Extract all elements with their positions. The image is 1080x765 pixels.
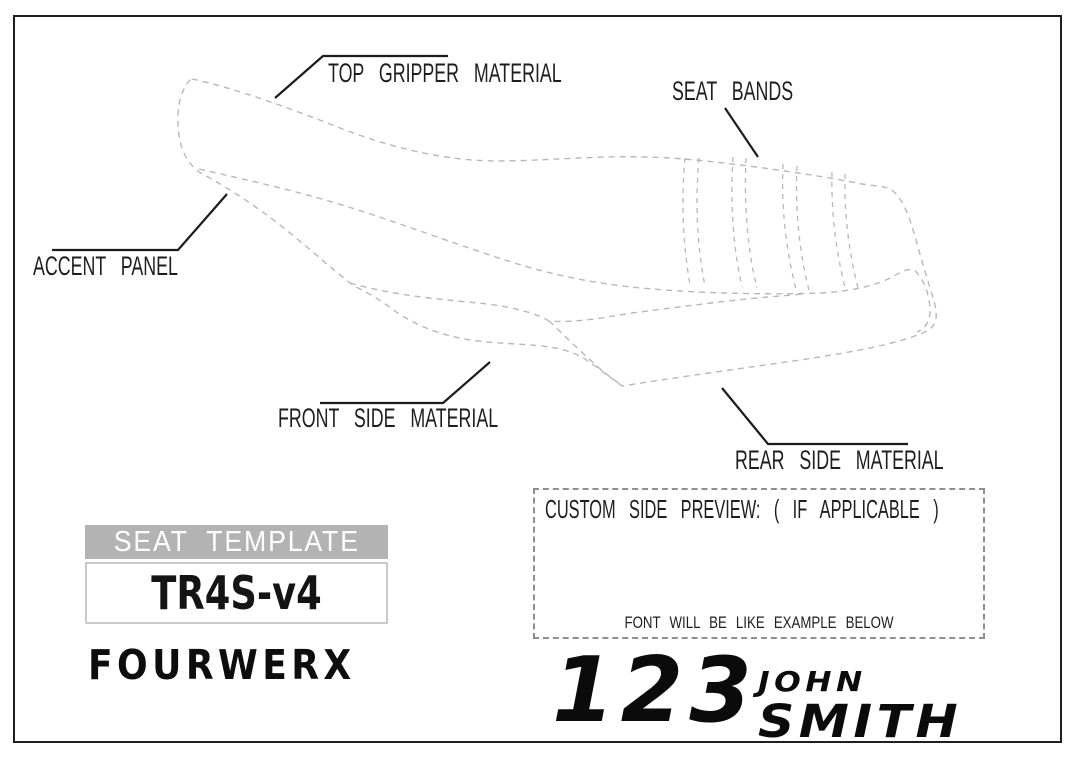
label-seat-bands: SEAT BANDS <box>672 76 794 106</box>
label-front-side-material: FRONT SIDE MATERIAL <box>278 403 499 433</box>
leader-seat-bands <box>724 107 759 158</box>
seat-band-lines <box>682 156 860 293</box>
leader-rear-side <box>721 387 908 446</box>
label-accent-panel: ACCENT PANEL <box>33 251 178 281</box>
leader-front-side <box>320 361 491 405</box>
rider-last-name: SMITH <box>758 695 963 748</box>
rider-number: 123 <box>552 638 758 743</box>
rider-first-name: JOHN <box>758 665 867 698</box>
font-example-note: FONT WILL BE LIKE EXAMPLE BELOW <box>624 613 894 632</box>
label-top-gripper-material: TOP GRIPPER MATERIAL <box>328 58 562 88</box>
label-rear-side-material: REAR SIDE MATERIAL <box>735 445 944 475</box>
leader-accent-panel <box>52 193 228 252</box>
leader-top-gripper <box>274 54 448 99</box>
model-number-text: TR4S-v4 <box>151 566 322 620</box>
rider-name-example: 123 JOHN SMITH <box>550 646 990 746</box>
fourwerx-logo: FOURWERX <box>88 641 356 689</box>
rider-name: JOHN SMITH <box>758 665 963 748</box>
seat-template-header: SEAT TEMPLATE <box>85 525 388 559</box>
custom-side-preview-box: CUSTOM SIDE PREVIEW: ( IF APPLICABLE ) F… <box>533 488 985 639</box>
custom-side-preview-title: CUSTOM SIDE PREVIEW: ( IF APPLICABLE ) <box>545 494 939 524</box>
side-panel-seam <box>349 282 804 323</box>
gripper-seam <box>198 168 931 333</box>
model-number-box: TR4S-v4 <box>85 562 388 624</box>
seat-outline <box>177 78 937 387</box>
sheet-border <box>13 15 1062 743</box>
front-rear-split-seam <box>548 320 623 387</box>
seat-template-header-text: SEAT TEMPLATE <box>113 525 360 558</box>
